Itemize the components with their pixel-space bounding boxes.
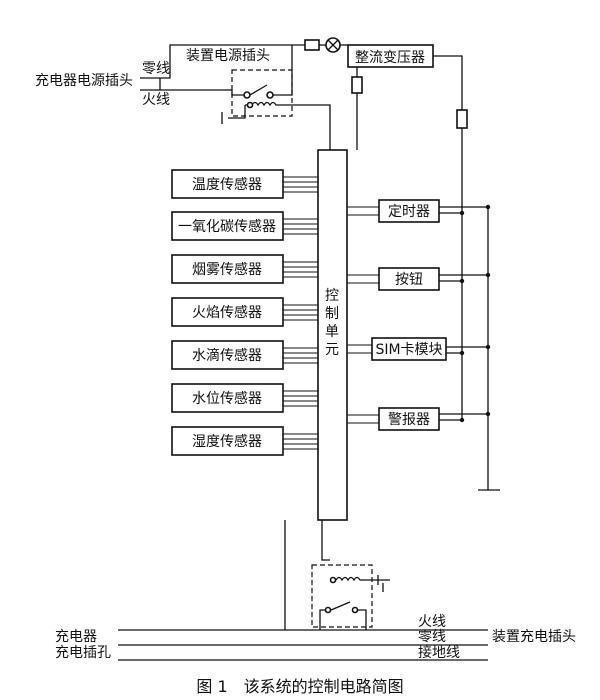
module-alarm: 警报器 <box>347 407 491 431</box>
neutral-label-top: 零线 <box>142 61 170 77</box>
ground-top <box>221 105 246 124</box>
device-power-plug-label: 装置电源插头 <box>186 48 270 64</box>
sensor-temperature: 温度传感器 <box>171 169 318 199</box>
charger-power-plug-label: 充电器电源插头 <box>35 73 133 89</box>
control-unit-char-2: 制 <box>325 306 339 322</box>
module-label: 警报器 <box>388 412 430 428</box>
sensor-bus <box>283 433 318 450</box>
top-relay <box>221 45 331 150</box>
module-label: SIM卡模块 <box>375 342 442 358</box>
control-unit-box <box>317 149 348 521</box>
relay-coil-bottom <box>335 576 378 582</box>
module-timer: 定时器 <box>347 199 491 223</box>
charger-label: 充电器 <box>55 629 97 645</box>
module-label: 按钮 <box>395 272 423 288</box>
module-label: 定时器 <box>388 204 430 220</box>
sensor-smoke: 烟雾传感器 <box>171 254 318 284</box>
modules: 定时器 按钮 SIM卡模块 警报器 <box>347 199 500 491</box>
relay-box-bottom <box>311 564 373 628</box>
fuse-right <box>456 109 468 129</box>
ground-label-bottom: 接地线 <box>418 644 460 661</box>
rectifier-transformer: 整流变压器 <box>347 44 468 420</box>
sensor-label: 火焰传感器 <box>192 304 262 321</box>
sensor-humidity: 湿度传感器 <box>171 426 318 456</box>
charge-socket-label: 充电插孔 <box>55 645 111 661</box>
sensor-bus <box>283 390 318 407</box>
control-unit-char-1: 控 <box>325 288 339 304</box>
sensor-carbon-monoxide: 一氧化碳传感器 <box>171 211 318 241</box>
sensor-bus <box>283 304 318 321</box>
relay-box-top <box>231 69 293 117</box>
power-input-section: 装置电源插头 充电器电源插头 零线 火线 <box>35 44 305 108</box>
sensor-label: 一氧化碳传感器 <box>178 218 276 235</box>
sensor-flame: 火焰传感器 <box>171 297 318 327</box>
charging-lines: 火线 零线 接地线 充电器 充电插孔 装置充电插头 <box>55 614 576 661</box>
sensor-bus <box>283 218 318 235</box>
figure-caption: 图 1 该系统的控制电路简图 <box>196 677 403 696</box>
neutral-label-bottom: 零线 <box>418 629 446 645</box>
neutral-wire <box>160 44 305 79</box>
control-unit-char-3: 单 <box>325 324 339 340</box>
control-unit-char-4: 元 <box>325 342 339 358</box>
live-wire <box>160 89 245 96</box>
live-label-bottom: 火线 <box>418 614 446 630</box>
sensor-bus <box>283 261 318 278</box>
rectifier-transformer-label: 整流变压器 <box>355 50 425 66</box>
sensor-water-level: 水位传感器 <box>171 383 318 413</box>
sensor-label: 湿度传感器 <box>192 433 262 450</box>
sensors: 温度传感器 一氧化碳传感器 烟雾传感器 火焰传感器 水滴传感器 水位传感器 <box>171 169 318 456</box>
plug-terminal-lines <box>140 77 161 91</box>
ground-bottom-relay <box>377 575 390 592</box>
sensor-label: 烟雾传感器 <box>192 261 262 278</box>
fuse-transformer <box>351 76 363 94</box>
relay-coil-top <box>245 101 292 107</box>
sensor-label: 水位传感器 <box>192 390 262 407</box>
sensor-water-drop: 水滴传感器 <box>171 340 318 370</box>
control-unit: 控 制 单 元 <box>317 149 348 521</box>
sensor-label: 水滴传感器 <box>192 347 262 364</box>
module-sim-card: SIM卡模块 <box>347 337 491 361</box>
top-rail <box>304 37 348 53</box>
live-label-top: 火线 <box>142 92 170 108</box>
device-charge-plug-label: 装置充电插头 <box>492 629 576 645</box>
sensor-bus <box>283 347 318 364</box>
sensor-bus <box>283 176 318 193</box>
fuse-top <box>304 39 320 51</box>
bottom-relay <box>284 520 390 630</box>
sensor-label: 温度传感器 <box>192 176 262 193</box>
module-button: 按钮 <box>347 267 491 291</box>
